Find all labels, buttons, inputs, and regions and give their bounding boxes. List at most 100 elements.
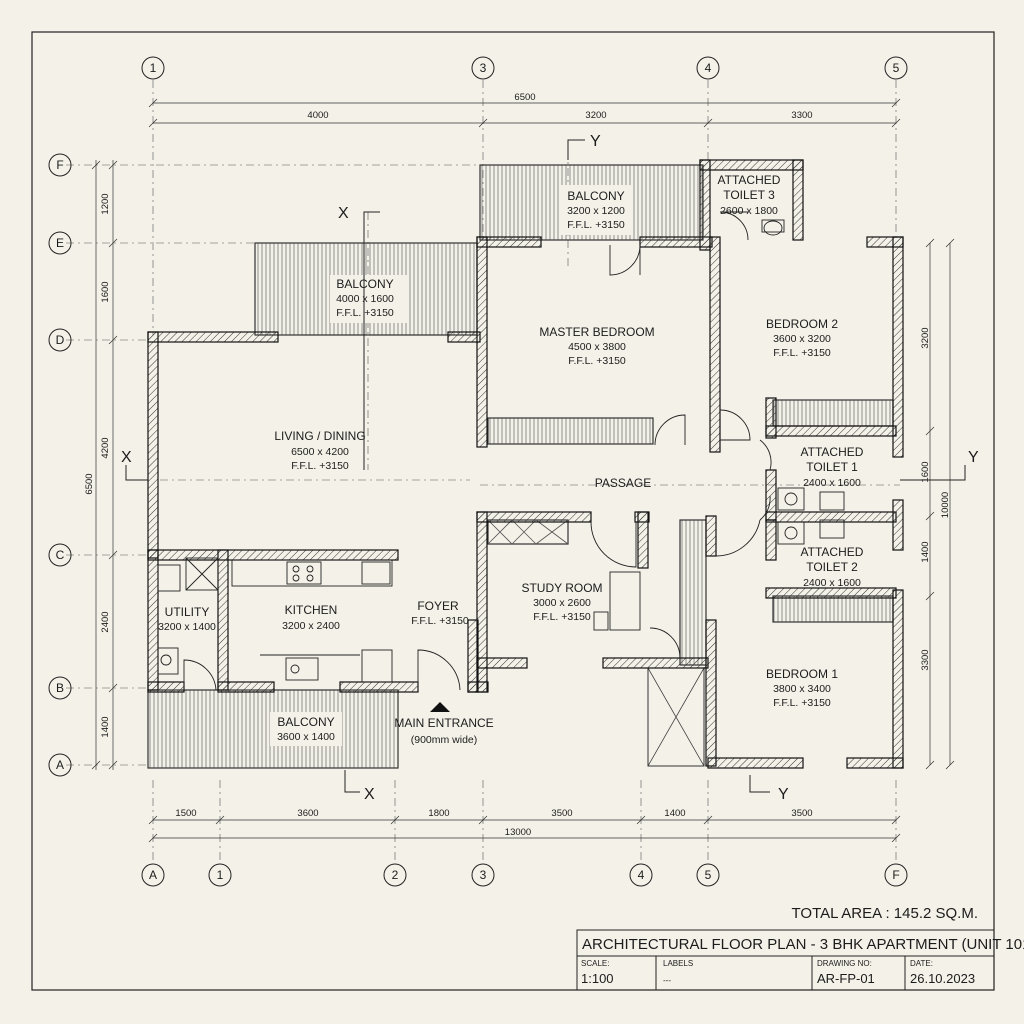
- balcony-living-ffl: F.F.L. +3150: [336, 307, 394, 319]
- study-ffl: F.F.L. +3150: [533, 611, 591, 623]
- bed2-size: 3600 x 3200: [773, 333, 831, 345]
- toilet2-size: 2400 x 1600: [803, 577, 861, 589]
- title-block-title: ARCHITECTURAL FLOOR PLAN - 3 BHK APARTME…: [582, 936, 1024, 953]
- balcony-top-label-bg: [560, 185, 632, 235]
- toilet3-name2: TOILET 3: [723, 188, 775, 202]
- dim-bottom-1: 1500: [175, 808, 196, 819]
- dim-bottom-5: 1400: [664, 808, 685, 819]
- grid-left-a: A: [56, 758, 64, 772]
- date-label: DATE:: [910, 959, 933, 968]
- utility-size: 3200 x 1400: [158, 621, 216, 633]
- study-size: 3000 x 2600: [533, 597, 591, 609]
- toilet2-name1: ATTACHED: [801, 545, 864, 559]
- living-size: 6500 x 4200: [291, 446, 349, 458]
- grid-left-d: D: [56, 333, 65, 347]
- section-x-top: X: [338, 205, 349, 222]
- grid-bubbles-bottom: [141, 863, 908, 887]
- grid-top-1: 1: [150, 61, 157, 75]
- dim-left-5: 1400: [100, 716, 111, 737]
- balcony-top-name: BALCONY: [567, 189, 624, 203]
- toilet3-name1: ATTACHED: [718, 173, 781, 187]
- section-y-bottom: Y: [778, 786, 789, 803]
- entrance-arrow-icon: [430, 702, 450, 712]
- grid-bottom-2: 2: [392, 868, 399, 882]
- toilet1-name2: TOILET 1: [806, 460, 858, 474]
- balcony-living-label-bg: [330, 275, 408, 323]
- toilet3-size: 2600 x 1800: [720, 205, 778, 217]
- toilet1-size: 2400 x 1600: [803, 477, 861, 489]
- master-name: MASTER BEDROOM: [539, 325, 654, 339]
- grid-left-b: B: [56, 681, 64, 695]
- section-markers: [125, 139, 966, 793]
- dim-right-overall: 10000: [940, 492, 951, 518]
- section-y-top: Y: [590, 133, 601, 150]
- scale-label: SCALE:: [581, 959, 609, 968]
- wardrobes: [487, 399, 894, 666]
- bed1-name: BEDROOM 1: [766, 667, 838, 681]
- door-swings: [183, 211, 772, 691]
- grid-top-3: 3: [480, 61, 487, 75]
- toilet2-name2: TOILET 2: [806, 560, 858, 574]
- date-value: 26.10.2023: [910, 971, 975, 986]
- grid-bottom-1: 1: [217, 868, 224, 882]
- dim-right-1: 3200: [920, 327, 931, 348]
- dim-bottom-6: 3500: [791, 808, 812, 819]
- walls: [147, 159, 904, 769]
- dim-left-1: 1200: [100, 193, 111, 214]
- dim-top-1: 4000: [307, 110, 328, 121]
- bed1-size: 3800 x 3400: [773, 683, 831, 695]
- foyer-name: FOYER: [417, 599, 459, 613]
- drawing-no-value: AR-FP-01: [817, 971, 875, 986]
- grid-bottom-f: F: [892, 868, 899, 882]
- dim-bottom-2: 3600: [297, 808, 318, 819]
- section-y-right: Y: [968, 449, 979, 466]
- bed2-name: BEDROOM 2: [766, 317, 838, 331]
- right-dimensions: [925, 238, 955, 770]
- study-name: STUDY ROOM: [521, 581, 602, 595]
- grid-bottom-a: A: [149, 868, 157, 882]
- grid-bubbles-top: [141, 56, 908, 80]
- top-dimensions: [148, 98, 901, 128]
- master-ffl: F.F.L. +3150: [568, 355, 626, 367]
- entrance-name: MAIN ENTRANCE: [394, 716, 493, 730]
- dim-left-overall: 6500: [84, 473, 95, 494]
- dim-right-2: 1600: [920, 461, 931, 482]
- title-block: [576, 929, 995, 991]
- balconies: [147, 164, 704, 769]
- dim-left-4: 2400: [100, 611, 111, 632]
- balcony-living-size: 4000 x 1600: [336, 293, 394, 305]
- bottom-dimensions: [148, 815, 901, 843]
- dim-top-overall: 6500: [514, 92, 535, 103]
- bed2-ffl: F.F.L. +3150: [773, 347, 831, 359]
- dim-top-3: 3300: [791, 110, 812, 121]
- living-name: LIVING / DINING: [274, 429, 365, 443]
- room-labels: BALCONY 3200 x 1200 F.F.L. +3150 ATTACHE…: [158, 173, 864, 746]
- entrance-width: (900mm wide): [411, 734, 478, 746]
- section-x-bottom: X: [364, 786, 375, 803]
- left-dimensions: [91, 160, 118, 770]
- section-x-left: X: [121, 449, 132, 466]
- bed1-ffl: F.F.L. +3150: [773, 697, 831, 709]
- grid-left-c: C: [56, 548, 65, 562]
- balcony-top-ffl: F.F.L. +3150: [567, 219, 625, 231]
- grid-top-5: 5: [893, 61, 900, 75]
- dim-right-3: 1400: [920, 541, 931, 562]
- grid-left-e: E: [56, 236, 64, 250]
- balcony-bottom-size: 3600 x 1400: [277, 731, 335, 743]
- dim-left-2: 1600: [100, 281, 111, 302]
- drawing-no-label: DRAWING NO:: [817, 959, 872, 968]
- fixtures: [157, 219, 845, 683]
- toilet1-name1: ATTACHED: [801, 445, 864, 459]
- grid-left-f: F: [56, 158, 63, 172]
- balcony-living-name: BALCONY: [336, 277, 393, 291]
- dim-top-2: 3200: [585, 110, 606, 121]
- balcony-bottom-name: BALCONY: [277, 715, 334, 729]
- dim-bottom-4: 3500: [551, 808, 572, 819]
- kitchen-size: 3200 x 2400: [282, 620, 340, 632]
- dim-bottom-3: 1800: [428, 808, 449, 819]
- passage-name: PASSAGE: [595, 476, 651, 490]
- grid-top-4: 4: [705, 61, 712, 75]
- foyer-ffl: F.F.L. +3150: [411, 615, 469, 627]
- grid-lines: [66, 80, 900, 862]
